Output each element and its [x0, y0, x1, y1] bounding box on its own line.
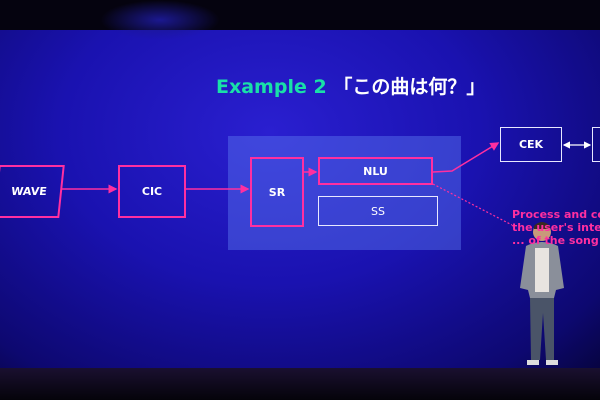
sr-box: SR [250, 157, 304, 227]
cic-label: CIC [141, 185, 163, 198]
arrow-nlu-cek [432, 142, 500, 173]
ss-box: SS [318, 196, 438, 226]
annotation-line-3: ... of the song [512, 234, 599, 247]
slide-title: Example 2 「この曲は何？」 [216, 72, 485, 99]
processing-panel [228, 136, 461, 250]
next-box [592, 127, 600, 162]
annotation-line-1: Process and comp [512, 208, 600, 221]
cek-label: CEK [518, 138, 544, 151]
stage-light [100, 0, 220, 40]
cic-box: CIC [118, 165, 186, 218]
annotation-leader [432, 183, 513, 226]
stage-floor [0, 368, 600, 400]
nlu-label: NLU [363, 164, 388, 178]
presenter [520, 222, 564, 365]
cek-box: CEK [500, 127, 562, 162]
sr-label: SR [268, 185, 286, 199]
wave-box: WAVE [0, 165, 65, 218]
wave-label: WAVE [10, 185, 48, 198]
annotation-line-2: the user's intent, [512, 221, 600, 234]
slide-title-ja: 「この曲は何？」 [333, 76, 486, 98]
ss-label: SS [371, 204, 385, 218]
slide-title-en: Example 2 [216, 76, 327, 98]
projection-screen [0, 30, 600, 370]
annotation-text: Process and comp the user's intent, ... … [512, 208, 600, 247]
nlu-box: NLU [318, 157, 433, 185]
